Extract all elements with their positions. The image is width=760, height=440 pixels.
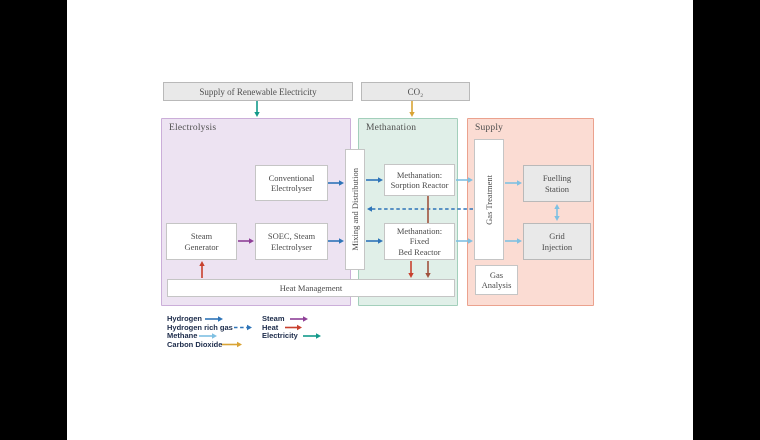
steam-generator-label: Steam Generator xyxy=(184,231,219,252)
conventional-electrolyser-box: Conventional Electrolyser xyxy=(255,165,328,201)
co2-box: CO₂ xyxy=(361,82,470,101)
gas-treatment-box: Gas Treatment xyxy=(474,139,504,260)
supply-section-title: Supply xyxy=(475,123,504,133)
grid-injection-box: Grid Injection xyxy=(523,223,591,260)
gas-analysis-label: Gas Analysis xyxy=(481,269,512,290)
legend-steam: Steam xyxy=(262,314,285,323)
gas-treatment-label: Gas Treatment xyxy=(484,174,494,225)
fuelling-station-box: Fuelling Station xyxy=(523,165,591,202)
steam-generator-box: Steam Generator xyxy=(166,223,237,260)
legend-hydrogen-rich-gas: Hydrogen rich gas xyxy=(167,322,233,332)
legend-electricity: Electricity xyxy=(262,331,298,340)
co2-label: CO₂ xyxy=(407,86,424,97)
methanation-section-title: Methanation xyxy=(366,123,417,133)
supply-renewable-electricity-label: Supply of Renewable Electricity xyxy=(199,86,317,97)
electrolysis-section xyxy=(161,118,351,306)
heat-management-box: Heat Management xyxy=(167,279,455,297)
heat-management-label: Heat Management xyxy=(279,282,343,293)
electrolysis-section-title: Electrolysis xyxy=(169,123,217,133)
supply-renewable-electricity-box: Supply of Renewable Electricity xyxy=(163,82,353,101)
gas-analysis-box: Gas Analysis xyxy=(475,265,518,295)
methanation-fixed-bed-reactor-box: Methanation: Fixed Bed Reactor xyxy=(384,223,455,260)
legend-carbon-dioxide: Carbon Dioxide xyxy=(167,339,223,349)
fuelling-station-label: Fuelling Station xyxy=(542,173,572,194)
methanation-sorption-reactor-box: Methanation: Sorption Reactor xyxy=(384,164,455,196)
methanation-section xyxy=(358,118,458,306)
legend-heat: Heat xyxy=(262,322,279,332)
soec-steam-electrolyser-box: SOEC, Steam Electrolyser xyxy=(255,223,328,260)
mixing-distribution-label: Mixing and Distribution xyxy=(350,168,360,251)
legend-methane: Methane xyxy=(167,331,198,340)
grid-injection-label: Grid Injection xyxy=(541,231,573,252)
conventional-electrolyser-label: Conventional Electrolyser xyxy=(268,172,315,193)
methanation-sorption-reactor-label: Methanation: Sorption Reactor xyxy=(390,169,449,190)
mixing-distribution-box: Mixing and Distribution xyxy=(345,149,365,270)
legend-hydrogen: Hydrogen xyxy=(167,314,203,323)
methanation-fixed-bed-reactor-label: Methanation: Fixed Bed Reactor xyxy=(396,226,443,257)
soec-steam-electrolyser-label: SOEC, Steam Electrolyser xyxy=(267,231,316,252)
